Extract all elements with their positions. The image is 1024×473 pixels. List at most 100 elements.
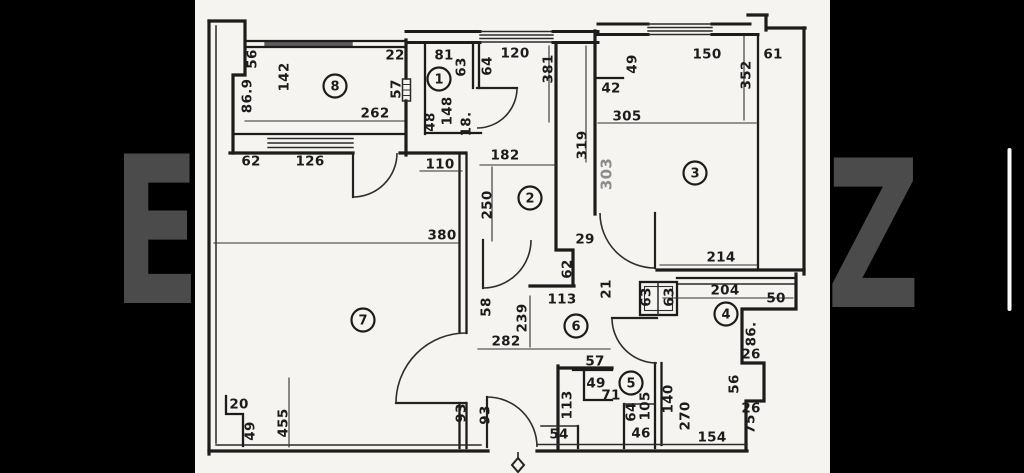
dimension-label: 319 xyxy=(575,130,591,159)
dimension-label: 56 xyxy=(245,49,261,68)
room-number: 8 xyxy=(330,80,339,95)
door-arc xyxy=(599,212,656,269)
dimension-label: 262 xyxy=(360,106,389,122)
dimension-label: 42 xyxy=(601,81,620,97)
room-number-circle xyxy=(713,301,739,327)
wall xyxy=(540,403,656,427)
room-number: 3 xyxy=(690,167,699,182)
dimension-label: 64 xyxy=(624,402,640,421)
door-arc xyxy=(352,152,398,198)
wall xyxy=(207,19,247,155)
dimension-label: 239 xyxy=(515,303,531,332)
room-number: 5 xyxy=(626,377,635,392)
wall xyxy=(653,361,663,450)
dimension-label: 50 xyxy=(766,291,785,307)
dimension-label: 86. xyxy=(744,322,760,347)
dimension-label: 21 xyxy=(599,279,615,298)
dimension-label: 57 xyxy=(585,354,604,370)
dimension-label: 303 xyxy=(597,158,615,190)
entrance-marker-icon xyxy=(510,452,526,473)
dimension-label: 86.9 xyxy=(240,79,256,114)
dimension-label: 110 xyxy=(425,157,454,173)
wall xyxy=(746,13,807,32)
dimension-label: 57 xyxy=(389,79,405,98)
door-arc xyxy=(611,317,658,364)
room-number-circle xyxy=(618,370,644,396)
dimension-label: 182 xyxy=(490,148,519,164)
wall xyxy=(528,42,576,288)
door-arc xyxy=(482,239,532,289)
paper-sheet xyxy=(195,0,830,473)
watermark-letter-right: Z xyxy=(827,118,921,356)
dimension-label: 455 xyxy=(276,408,292,437)
dimension-label: 56 xyxy=(727,374,743,393)
dimension-label: 62 xyxy=(241,154,260,170)
doors xyxy=(351,86,659,449)
dimension-label: 204 xyxy=(710,283,739,299)
dimension-label: 49 xyxy=(586,376,605,392)
dimension-label: 29 xyxy=(575,232,594,248)
dimension-label: 113 xyxy=(547,292,576,308)
dimension-label: 81 xyxy=(434,48,453,64)
scroll-indicator[interactable] xyxy=(1007,148,1012,311)
wall xyxy=(458,153,468,450)
dimension-label: 126 xyxy=(295,154,324,170)
dimension-label: 63 xyxy=(662,287,678,306)
dimension-label: 105 xyxy=(638,391,654,420)
room-number: 7 xyxy=(358,314,367,329)
dimension-label: 49 xyxy=(243,421,259,440)
wall xyxy=(551,30,600,44)
dimension-label: 54 xyxy=(549,427,568,443)
dimension-label: 93 xyxy=(478,405,494,424)
room-number: 2 xyxy=(525,192,534,207)
dimension-label: 93 xyxy=(454,403,470,422)
wall xyxy=(571,368,614,402)
wall xyxy=(224,394,245,448)
dimension-label: 71 xyxy=(601,388,620,404)
closet-hatch xyxy=(267,137,354,149)
dimension-label: 58 xyxy=(479,297,495,316)
dimension-label: 270 xyxy=(678,401,694,430)
wall xyxy=(596,22,650,36)
dimension-label: 22 xyxy=(385,48,404,64)
room-number: 4 xyxy=(721,308,730,323)
dimension-label: 26 xyxy=(741,347,760,363)
wall xyxy=(423,42,483,136)
dimension-label: 214 xyxy=(706,250,735,266)
dimension-label: 305 xyxy=(612,109,641,125)
dimension-label: 48 xyxy=(423,112,439,131)
dimension-label: 20 xyxy=(229,397,248,413)
window xyxy=(479,30,554,43)
watermark-letter-left: E xyxy=(112,114,200,352)
dimension-label: 75 xyxy=(743,414,759,433)
window xyxy=(264,42,353,46)
dimension-label: 381 xyxy=(541,54,557,83)
room-number-circle xyxy=(350,307,376,333)
floor-plan-walls xyxy=(207,13,807,456)
dimension-label: 63 xyxy=(454,57,470,76)
dimension-label: 113 xyxy=(560,390,576,419)
room-number-circle xyxy=(563,313,589,339)
wall xyxy=(740,272,798,452)
wall-hatch xyxy=(402,83,411,97)
room-number-circle xyxy=(517,185,543,211)
dimension-label: 150 xyxy=(692,47,721,63)
room-number: 6 xyxy=(571,320,580,335)
door-arc xyxy=(486,396,538,448)
window xyxy=(647,23,713,36)
dimension-label: 61 xyxy=(763,47,782,63)
room-number-circle xyxy=(426,66,452,92)
door-arc xyxy=(395,332,467,404)
dimension-label: 26 xyxy=(741,401,760,417)
dimension-label: 63 xyxy=(639,287,655,306)
dimension-label: 18. xyxy=(459,112,475,137)
wall xyxy=(404,30,482,44)
dimension-label: 64 xyxy=(480,56,496,75)
dimension-lines xyxy=(213,35,794,448)
room-number-circle xyxy=(682,160,708,186)
dimension-label: 282 xyxy=(491,334,520,350)
dimension-label: 142 xyxy=(277,62,293,91)
